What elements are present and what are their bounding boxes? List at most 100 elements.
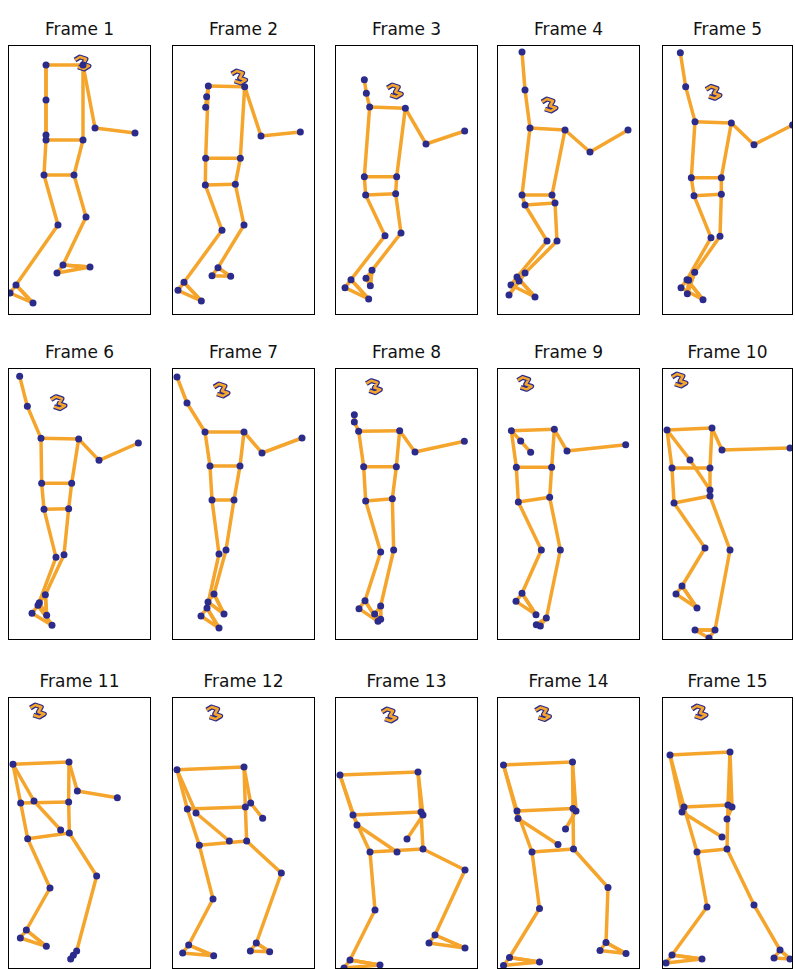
joint bbox=[562, 127, 569, 134]
joint bbox=[259, 815, 266, 822]
joint bbox=[184, 806, 191, 813]
joint bbox=[557, 547, 564, 554]
bone bbox=[426, 131, 465, 144]
joint bbox=[570, 846, 577, 853]
bone bbox=[687, 238, 711, 280]
bone bbox=[727, 805, 728, 849]
joint bbox=[193, 810, 200, 817]
joint bbox=[603, 939, 610, 946]
bone bbox=[396, 194, 401, 233]
joint bbox=[564, 448, 571, 455]
head bbox=[387, 85, 401, 97]
frame-panel: Frame 11 bbox=[8, 697, 151, 969]
bone bbox=[727, 849, 754, 905]
joint bbox=[347, 957, 354, 964]
joint bbox=[699, 956, 706, 963]
bone bbox=[518, 497, 549, 502]
joint bbox=[538, 547, 545, 554]
bone bbox=[754, 125, 792, 145]
joint bbox=[727, 749, 734, 756]
joint bbox=[549, 192, 556, 199]
bone bbox=[244, 432, 262, 453]
joint bbox=[500, 762, 507, 769]
joint bbox=[35, 602, 42, 609]
joint bbox=[691, 192, 698, 199]
joint bbox=[198, 298, 205, 305]
joint bbox=[536, 905, 543, 912]
joint bbox=[402, 105, 409, 112]
joint bbox=[513, 464, 520, 471]
bone bbox=[522, 193, 552, 197]
bone bbox=[525, 90, 530, 128]
joint bbox=[31, 798, 38, 805]
bone bbox=[690, 460, 710, 490]
joint bbox=[66, 830, 73, 837]
joint bbox=[223, 547, 230, 554]
joint bbox=[367, 849, 374, 856]
joint bbox=[299, 435, 306, 442]
joint bbox=[259, 450, 266, 457]
joint bbox=[712, 627, 719, 634]
joint bbox=[569, 759, 576, 766]
bone bbox=[695, 122, 731, 123]
bone bbox=[34, 801, 61, 830]
joint bbox=[174, 374, 181, 381]
joint bbox=[679, 583, 686, 590]
joint bbox=[664, 427, 671, 434]
joint bbox=[519, 49, 526, 56]
stick-figure bbox=[174, 707, 285, 959]
bone bbox=[26, 888, 50, 930]
joint bbox=[527, 449, 534, 456]
bone bbox=[16, 225, 58, 285]
bone bbox=[670, 752, 730, 755]
head bbox=[518, 377, 532, 389]
joint bbox=[205, 83, 212, 90]
bone bbox=[13, 762, 69, 764]
bone bbox=[99, 443, 138, 460]
bone bbox=[44, 173, 74, 177]
bone bbox=[672, 907, 707, 955]
joint bbox=[692, 627, 699, 634]
stick-figure bbox=[7, 57, 139, 307]
frame-panel: Frame 1 bbox=[8, 45, 151, 315]
foot bbox=[359, 601, 378, 622]
joint bbox=[41, 506, 48, 513]
joint bbox=[678, 284, 685, 291]
joint bbox=[71, 172, 78, 179]
frame-panel: Frame 3 bbox=[335, 45, 478, 315]
bone bbox=[95, 128, 135, 133]
foot bbox=[509, 273, 525, 295]
joint bbox=[522, 202, 529, 209]
bone bbox=[42, 482, 72, 486]
frame-panel: Frame 15 bbox=[662, 697, 793, 969]
head bbox=[706, 86, 720, 98]
bone bbox=[262, 438, 302, 453]
joint bbox=[351, 411, 358, 418]
head bbox=[214, 384, 228, 396]
joint bbox=[551, 426, 558, 433]
joint bbox=[519, 192, 526, 199]
bone bbox=[235, 184, 244, 225]
joint bbox=[80, 62, 87, 69]
joint bbox=[362, 192, 369, 199]
stick-figure bbox=[337, 709, 469, 969]
joint bbox=[418, 809, 425, 816]
bone bbox=[606, 888, 608, 943]
bone bbox=[199, 841, 246, 845]
joint bbox=[17, 800, 24, 807]
bone bbox=[366, 501, 381, 552]
joint bbox=[132, 130, 139, 137]
bone bbox=[710, 496, 730, 550]
frame-panel: Frame 13 bbox=[335, 697, 478, 969]
bone bbox=[177, 767, 244, 770]
joint bbox=[625, 127, 632, 134]
bone bbox=[204, 158, 208, 185]
bone bbox=[567, 445, 626, 451]
bone bbox=[187, 403, 205, 432]
joint bbox=[718, 174, 725, 181]
bone bbox=[340, 775, 357, 825]
bone bbox=[63, 217, 86, 265]
joint bbox=[363, 90, 370, 97]
joint bbox=[75, 436, 82, 443]
bone bbox=[565, 130, 590, 152]
